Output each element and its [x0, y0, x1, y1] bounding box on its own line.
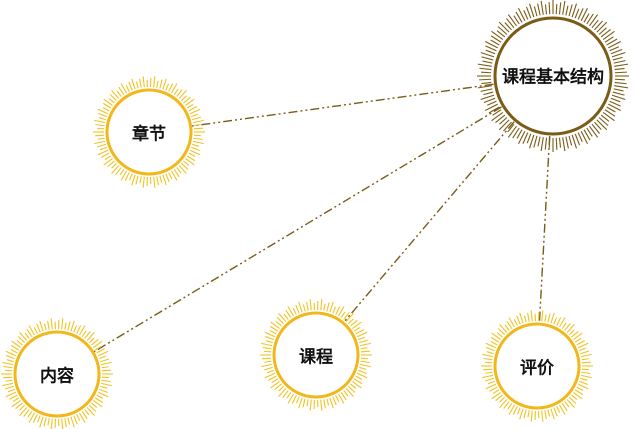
center-node-label: 课程基本结构 [502, 67, 604, 88]
node-neirong-ring [13, 330, 101, 418]
node-neirong [1, 318, 113, 429]
center-node-ring [493, 16, 613, 136]
node-label-kecheng: 课程 [299, 347, 333, 368]
node-neirong-rays [1, 318, 113, 429]
node-zhangjie [93, 76, 205, 188]
node-pingjia-ring [493, 322, 581, 410]
node-zhangjie-rays [93, 76, 205, 188]
node-pingjia-rays [481, 310, 593, 422]
node-label-neirong: 内容 [40, 366, 74, 387]
node-label-pingjia: 评价 [520, 358, 554, 379]
connector-kecheng [343, 121, 515, 323]
connector-neirong [93, 106, 502, 353]
center-node-rays [477, 0, 629, 152]
connector-pingjia [538, 135, 551, 324]
node-kecheng-ring [272, 311, 360, 399]
node-label-zhangjie: 章节 [132, 124, 166, 145]
node-kecheng-rays [260, 299, 372, 411]
node-pingjia [481, 310, 593, 422]
node-kecheng [260, 299, 372, 411]
node-zhangjie-ring [105, 88, 193, 176]
connector-zhangjie [191, 83, 494, 127]
center-node [477, 0, 629, 152]
